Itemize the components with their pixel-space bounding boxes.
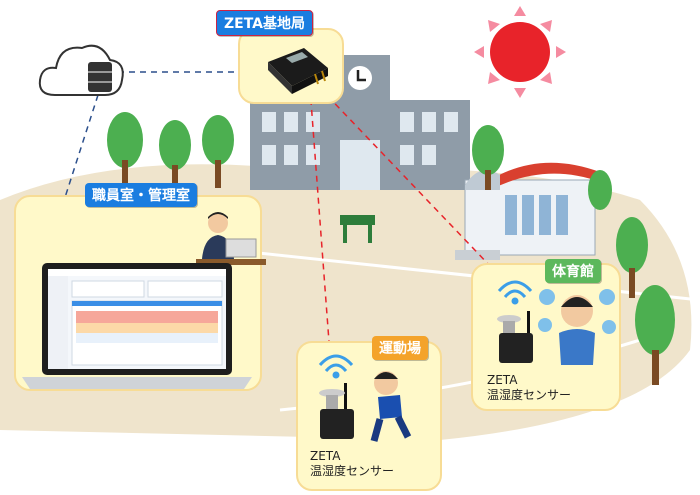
office-label: 職員室・管理室 xyxy=(85,183,197,207)
sun-icon xyxy=(474,6,566,98)
playground-label: 運動場 xyxy=(372,336,428,360)
base-station-panel xyxy=(238,28,344,104)
laptop-icon xyxy=(22,263,252,389)
playground-panel: ZETA 温湿度センサー xyxy=(296,341,442,491)
base-station-label: ZETA基地局 xyxy=(216,10,314,36)
wifi-icon xyxy=(318,354,354,379)
radio-link-playground xyxy=(309,87,331,356)
gateway-device-icon xyxy=(268,48,328,94)
database-icon xyxy=(88,62,112,92)
gym-label: 体育館 xyxy=(545,259,601,283)
office-panel xyxy=(14,195,266,391)
person-icon xyxy=(370,371,412,442)
sensor-icon xyxy=(497,311,533,363)
sensor-icon xyxy=(319,383,354,439)
gym-building-icon xyxy=(455,162,600,260)
playground-sensor-type: 温湿度センサー xyxy=(310,464,395,478)
playground-sensor-name: ZETA xyxy=(310,449,341,463)
school-building-icon xyxy=(250,55,470,190)
gym-sensor-name: ZETA xyxy=(487,373,518,387)
tree-icon xyxy=(107,112,675,385)
person-icon xyxy=(196,212,266,265)
gym-sensor-type: 温湿度センサー xyxy=(487,388,572,402)
radio-link-gym xyxy=(319,87,493,269)
wifi-icon xyxy=(497,280,533,305)
person-icon xyxy=(559,295,595,365)
gym-panel: ZETA 温湿度センサー xyxy=(471,263,621,411)
